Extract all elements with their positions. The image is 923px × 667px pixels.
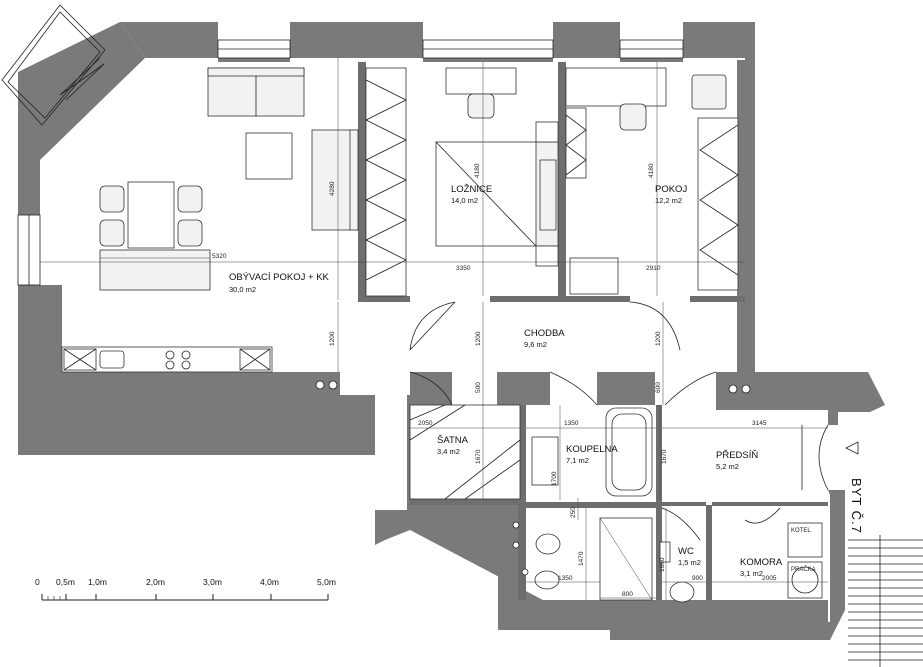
dim-room-width: 2910 — [646, 265, 661, 272]
dim-room-height: 4180 — [648, 163, 655, 178]
room-name-bedroom: LOŽNICE — [451, 184, 492, 195]
room-name-wc: WC — [678, 546, 694, 557]
dim-bedroom-height: 4180 — [474, 163, 481, 178]
room-area-hall: 5,2 m2 — [716, 462, 739, 471]
room-area-living: 30,0 m2 — [229, 285, 256, 294]
room-area-room: 12,2 m2 — [655, 196, 682, 205]
dim-living-height: 4280 — [329, 181, 336, 196]
apartment-label: BYT Č.7 — [849, 478, 864, 534]
room-area-bathroom: 7,1 m2 — [566, 456, 589, 465]
doors — [59, 63, 829, 541]
dim-bath-height: 1700 — [551, 471, 558, 486]
scale-tick-5: 4,0m — [260, 577, 279, 587]
dim-bath-gap: 250 — [570, 507, 577, 518]
dim-wc-height: 1660 — [659, 557, 666, 572]
dim-hall-height: 1670 — [661, 449, 668, 464]
dim-living-width: 5320 — [212, 253, 227, 260]
room-name-wardrobe: ŠATNA — [437, 435, 469, 446]
scale-tick-4: 3,0m — [203, 577, 222, 587]
dim-door-a: 500 — [475, 382, 482, 393]
scale-tick-1: 0,5m — [56, 577, 75, 587]
stairs — [848, 535, 923, 667]
dim-bath-lower-width: 1350 — [558, 575, 573, 582]
dimension-labels: 5320 4280 4180 3350 4180 2910 1200 1200 … — [212, 163, 777, 598]
entrance: BYT Č.7 — [845, 441, 923, 667]
room-name-hall: PŘEDSÍŇ — [716, 450, 758, 461]
room-area-pantry: 3,1 m2 — [740, 569, 763, 578]
room-name-bathroom: KOUPELNA — [566, 444, 618, 455]
room-area-wc: 1,5 m2 — [678, 558, 701, 567]
dim-corridor-mid: 1200 — [475, 331, 482, 346]
room-labels: OBÝVACÍ POKOJ + KK 30,0 m2 LOŽNICE 14,0 … — [229, 184, 816, 578]
scale-bar: 0 0,5m 1,0m 2,0m 3,0m 4,0m 5,0m — [35, 577, 336, 601]
dim-corridor-right: 1200 — [655, 331, 662, 346]
room-name-pantry: KOMORA — [740, 557, 783, 568]
dim-door-b: 600 — [655, 382, 662, 393]
furniture — [61, 67, 823, 603]
dim-wardrobe-height: 1670 — [475, 449, 482, 464]
room-area-corridor: 9,6 m2 — [524, 340, 547, 349]
dim-wc-width: 900 — [692, 575, 703, 582]
scale-tick-3: 2,0m — [146, 577, 165, 587]
boiler-label: KOTEL — [791, 528, 811, 534]
dim-bath-lower-height: 1470 — [578, 551, 585, 566]
dim-wardrobe-width: 2050 — [418, 420, 433, 427]
dimension-lines — [40, 58, 828, 600]
dim-bedroom-width: 3350 — [456, 265, 471, 272]
dim-bath-width: 1350 — [564, 420, 579, 427]
room-name-corridor: CHODBA — [524, 328, 565, 339]
balcony — [1, 4, 106, 126]
room-area-bedroom: 14,0 m2 — [451, 196, 478, 205]
scale-tick-0: 0 — [35, 577, 40, 587]
dim-hall-width: 3145 — [752, 420, 767, 427]
dim-corridor-left: 1200 — [329, 331, 336, 346]
walls — [18, 22, 885, 640]
washer-label: PRAČKA — [791, 566, 816, 573]
dim-pantry-width: 2005 — [762, 575, 777, 582]
windows — [17, 39, 684, 286]
room-area-wardrobe: 3,4 m2 — [437, 447, 460, 456]
room-name-living: OBÝVACÍ POKOJ + KK — [229, 272, 330, 283]
scale-tick-2: 1,0m — [88, 577, 107, 587]
room-name-room: POKOJ — [655, 184, 687, 195]
scale-tick-6: 5,0m — [317, 577, 336, 587]
dim-bath-tub: 800 — [622, 591, 633, 598]
